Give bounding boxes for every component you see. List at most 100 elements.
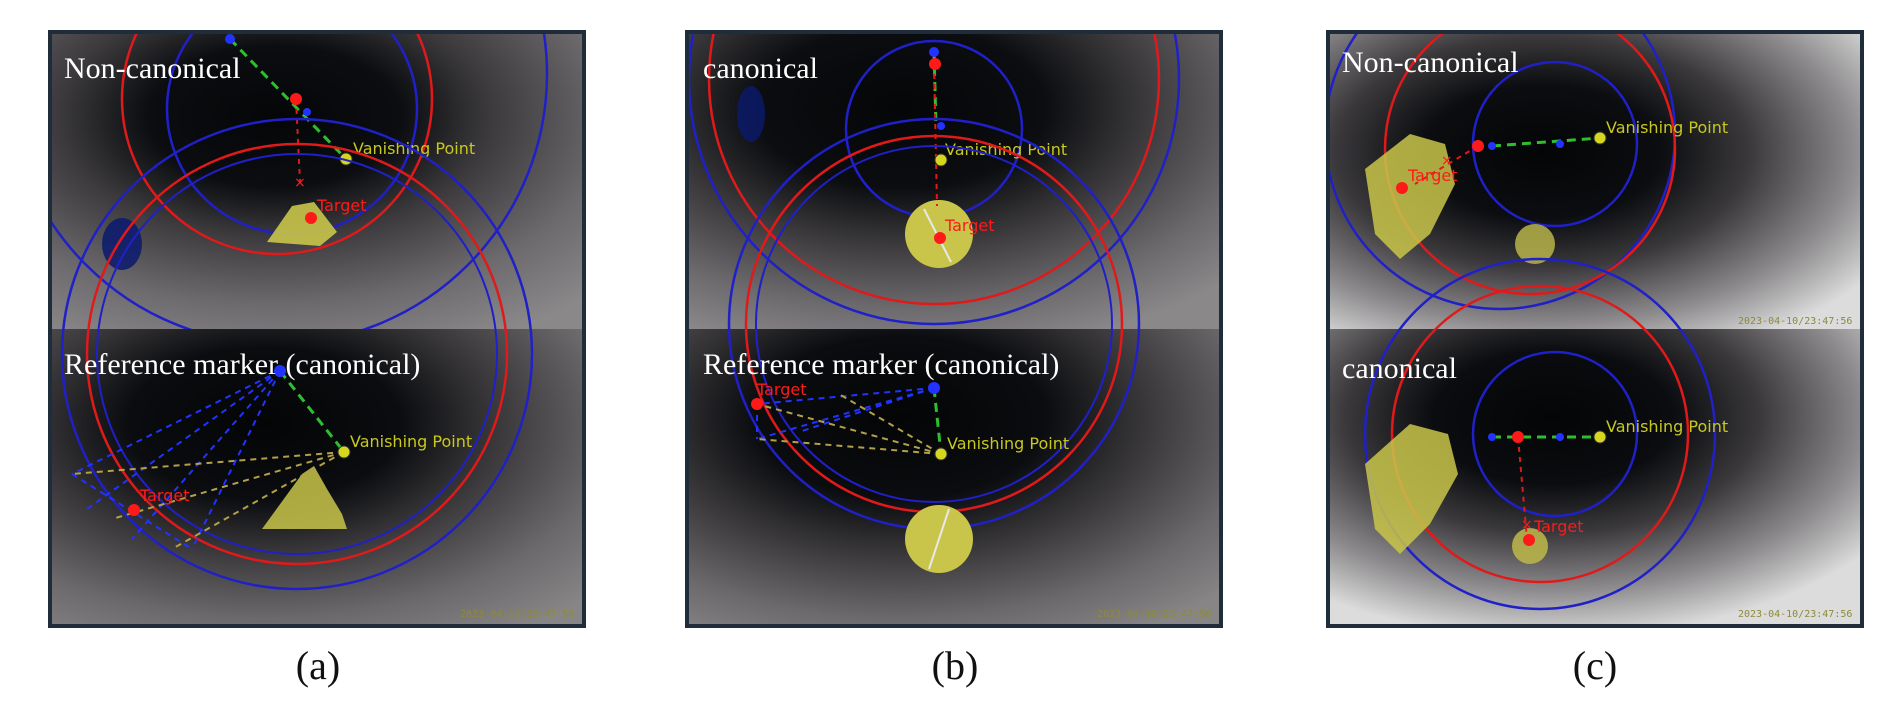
target-dot	[934, 232, 946, 244]
panel-b-bottom-title: Reference marker (canonical)	[703, 348, 1060, 381]
vanishing-point-label: Vanishing Point	[353, 139, 475, 158]
panel-c-bottom-title: canonical	[1342, 352, 1457, 385]
timestamp: 2023-04-10/23:47:56	[1097, 609, 1211, 620]
red-ring	[1390, 284, 1690, 584]
caption-a: (a)	[295, 643, 341, 688]
panel-a-scene: × Vanishing Point Target	[52, 34, 582, 624]
marker-dot	[1556, 433, 1564, 441]
vanishing-point-dot	[1593, 430, 1607, 444]
panel-c: × Vanishing Point Target 2023-04-10/23:4…	[1326, 30, 1864, 628]
red-ring	[1383, 34, 1677, 296]
caption-b: (b)	[931, 643, 979, 688]
dark-patch	[737, 86, 765, 142]
red-ring	[120, 34, 434, 256]
target-dot	[128, 504, 140, 516]
target-label: Target	[756, 380, 807, 399]
marker-dot	[303, 108, 311, 116]
panel-a-bottom-view: Vanishing Point Target 2023-04-10/23:47:…	[52, 117, 582, 624]
panel-a: × Vanishing Point Target	[48, 30, 586, 628]
timestamp: 2023-04-10/23:47:56	[460, 609, 574, 620]
red-dot	[1472, 140, 1484, 152]
inner-ring	[755, 145, 1113, 503]
guide-line	[278, 370, 346, 453]
vanishing-point-label: Vanishing Point	[1606, 118, 1728, 137]
timestamp: 2023-04-10/23:47:56	[1738, 609, 1852, 620]
outer-ring	[1363, 257, 1717, 611]
guide-line	[1491, 136, 1601, 148]
marker-line	[191, 370, 281, 550]
inner-ring	[1471, 350, 1639, 518]
vanishing-point-dot	[337, 445, 351, 459]
vp-line	[756, 438, 942, 455]
panel-b-top-title: canonical	[703, 52, 818, 85]
marker-line	[71, 370, 281, 475]
marker-line	[756, 387, 935, 440]
red-dot	[1512, 431, 1524, 443]
ball-highlight	[928, 508, 950, 570]
ball-object	[1515, 224, 1555, 264]
marker-dot	[1488, 142, 1496, 150]
target-dot	[751, 398, 763, 410]
target-label: Target	[944, 216, 995, 235]
vp-line	[756, 403, 942, 455]
guide-line	[932, 387, 943, 455]
marker-dot	[274, 365, 286, 377]
marker-dot	[928, 382, 940, 394]
vanishing-point-dot	[934, 447, 948, 461]
target-dot	[1523, 534, 1535, 546]
red-ring	[707, 34, 1161, 306]
outer-ring	[689, 34, 1181, 326]
target-label: Target	[139, 486, 190, 505]
panel-c-top-view: × Vanishing Point Target 2023-04-10/23:4…	[1330, 34, 1860, 329]
timestamp: 2023-04-10/23:47:56	[1738, 316, 1852, 327]
rock-object	[262, 466, 347, 529]
caption-c: (c)	[1572, 643, 1618, 688]
vanishing-point-label: Vanishing Point	[947, 434, 1069, 453]
outer-ring	[60, 117, 534, 591]
rock-object	[267, 202, 337, 246]
red-ring	[85, 142, 509, 566]
rock-object	[1365, 134, 1455, 259]
panel-b-bottom-view: Vanishing Point Target 2023-04-10/23:47:…	[689, 117, 1219, 624]
marker-line	[798, 387, 935, 433]
cross-mark: ×	[294, 175, 306, 191]
cross-mark: ×	[1441, 153, 1453, 169]
panel-b-top-view: Vanishing Point Target	[689, 34, 1219, 329]
panel-b-scene: Vanishing Point Target Vanishing Point T…	[689, 34, 1219, 624]
guide-line	[932, 51, 938, 127]
panel-a-bottom-title: Reference marker (canonical)	[64, 348, 421, 381]
red-dot	[929, 58, 941, 70]
vanishing-point-dot	[934, 153, 948, 167]
target-dot	[1396, 182, 1408, 194]
target-label: Target	[1407, 166, 1458, 185]
target-line	[1517, 436, 1528, 540]
vanishing-point-label: Vanishing Point	[350, 432, 472, 451]
red-dot	[290, 93, 302, 105]
target-label: Target	[1533, 517, 1584, 536]
target-label: Target	[316, 196, 367, 215]
vp-line	[838, 393, 942, 455]
marker-line	[131, 370, 281, 540]
marker-dot	[1488, 433, 1496, 441]
vp-line	[71, 451, 345, 475]
vanishing-point-dot	[1593, 131, 1607, 145]
panel-c-top-title: Non-canonical	[1342, 46, 1519, 79]
marker-line	[756, 387, 935, 405]
panel-c-scene: × Vanishing Point Target 2023-04-10/23:4…	[1330, 34, 1860, 624]
marker-dot	[929, 47, 939, 57]
guide-line	[228, 37, 348, 161]
panel-b: Vanishing Point Target Vanishing Point T…	[685, 30, 1223, 628]
inner-ring	[96, 153, 498, 555]
marker-dot	[1556, 140, 1564, 148]
target-dot	[305, 212, 317, 224]
rock-object	[1365, 424, 1458, 554]
panel-c-bottom-view: Vanishing Point × Target 2023-04-10/23:4…	[1330, 257, 1860, 624]
vanishing-point-label: Vanishing Point	[1606, 417, 1728, 436]
vp-line	[111, 451, 345, 520]
marker-dot	[225, 34, 235, 44]
marker-dot	[937, 122, 945, 130]
cross-mark: ×	[1521, 517, 1533, 533]
panel-a-top-title: Non-canonical	[64, 52, 241, 85]
target-line	[295, 98, 301, 183]
ball-object	[1512, 528, 1548, 564]
